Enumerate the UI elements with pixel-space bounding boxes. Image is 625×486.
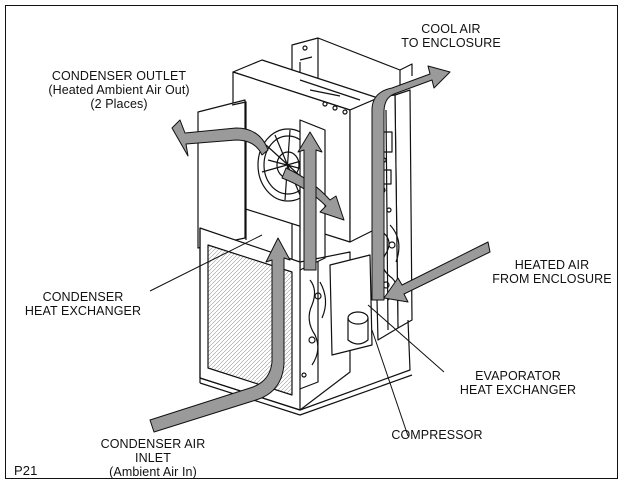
airflow-arrows [149,65,491,433]
condenser-hx-line2: HEAT EXCHANGER [24,304,142,318]
cool-air-line1: COOL AIR [421,22,481,36]
cool-air-label: COOL AIR TO ENCLOSURE [396,22,506,50]
evaporator-hx-line2: HEAT EXCHANGER [459,383,577,397]
condenser-hx-label: CONDENSER HEAT EXCHANGER [12,290,154,318]
condenser-inlet-line1: CONDENSER AIR [100,437,206,451]
diagram-frame [5,5,618,479]
evaporator-hx-line1: EVAPORATOR [475,369,561,383]
condenser-outlet-label: CONDENSER OUTLET (Heated Ambient Air Out… [30,69,208,111]
heated-air-line2: FROM ENCLOSURE [492,272,612,286]
compressor-label: COMPRESSOR [372,428,502,442]
condenser-hx-line1: CONDENSER [42,290,124,304]
condenser-inlet-label: CONDENSER AIR INLET (Ambient Air In) [90,437,216,479]
condenser-outlet-line2: (Heated Ambient Air Out) [48,83,190,97]
shroud-vertical-arrow [297,131,323,271]
compressor-line1: COMPRESSOR [391,428,483,442]
condenser-outlet-line1: CONDENSER OUTLET [51,69,187,83]
figure-id: P21 [14,463,38,478]
heated-air-line1: HEATED AIR [514,258,590,272]
inlet-arrow [149,237,291,433]
evaporator-hx-label: EVAPORATOR HEAT EXCHANGER [438,369,598,397]
compressor-body [308,254,373,366]
condenser-outlet-line3: (2 Places) [90,97,148,111]
condenser-inlet-line3: (Ambient Air In) [109,465,197,479]
condenser-inlet-line2: INLET [135,451,171,465]
heated-air-label: HEATED AIR FROM ENCLOSURE [492,258,612,286]
cool-air-arrow [371,65,451,301]
leader-lines [149,234,445,437]
outlet-door-left [197,99,247,249]
cool-air-line2: TO ENCLOSURE [401,36,501,50]
outlet-arrow-left [171,119,269,157]
heated-air-arrow [383,241,491,303]
